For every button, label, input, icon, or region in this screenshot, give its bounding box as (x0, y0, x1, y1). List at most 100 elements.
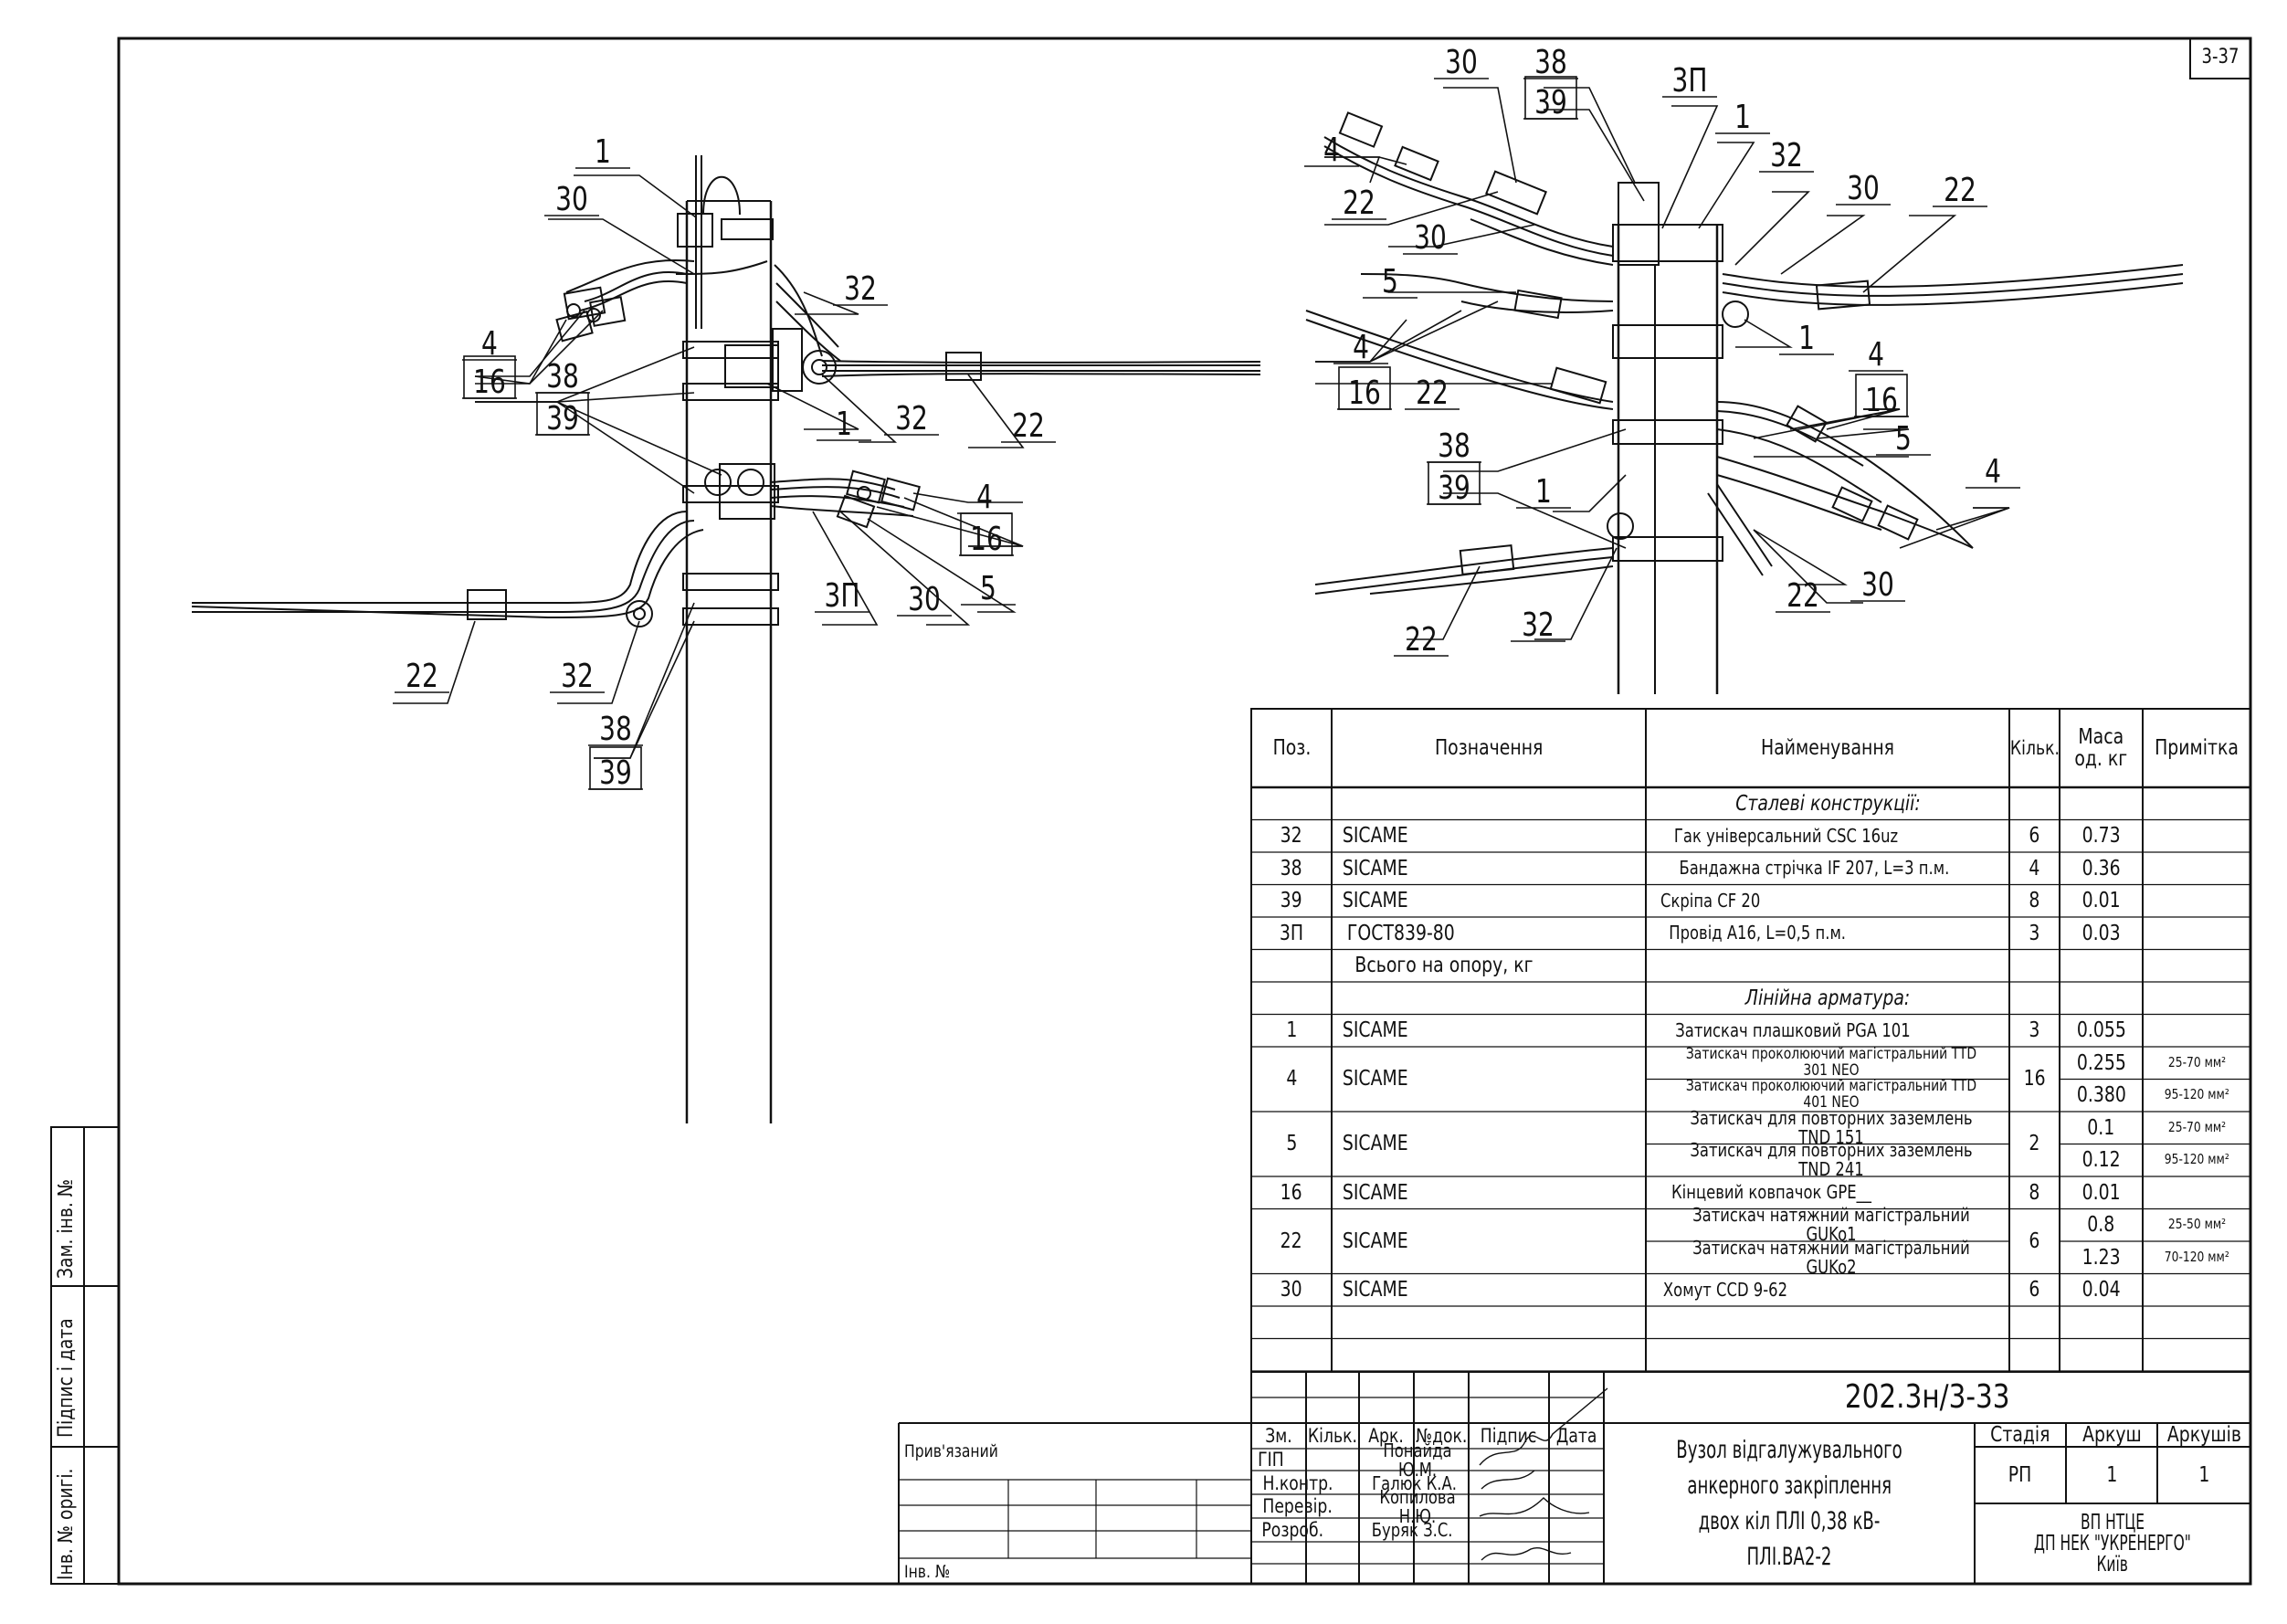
fitting-row-1-pos: 4 (1285, 1067, 1297, 1091)
section-steel-title: Сталеві конструкції: (1734, 791, 1921, 816)
callout-right-c30c: 30 (1414, 218, 1447, 257)
callout-right-c22c: 22 (1416, 374, 1449, 412)
fitting-row-4-name-0: Затискач натяжний магістральний GUKo1 (1692, 1204, 1970, 1246)
org-line-1: ВП НТЦЕ (2080, 1510, 2145, 1534)
fitting-row-3-name-0: Кінцевий ковпачок GPE__ (1671, 1181, 1871, 1204)
callout-left-c16a: 16 (473, 363, 506, 401)
tb-col-sheet: Арк. (1368, 1424, 1405, 1447)
callout-left-c30a: 30 (555, 180, 588, 218)
steel-row-0-name: Гак універсальний CSC 16uz (1673, 824, 1899, 847)
left-pole-drawing (191, 155, 1261, 1123)
role-3-person: Буряк З.С. (1371, 1518, 1453, 1541)
fitting-row-2-designation: SICAME (1342, 1132, 1408, 1156)
doc-code: 202.3н/3-33 (1844, 1378, 2010, 1417)
callout-right-c5a: 5 (1382, 262, 1398, 301)
fitting-row-1-note-0: 25-70 мм² (2167, 1053, 2226, 1070)
role-0-person: Понайда Ю.М. (1383, 1439, 1452, 1481)
tb-col-qty: Кільк. (1307, 1424, 1358, 1447)
fitting-row-2-note-0: 25-70 мм² (2167, 1118, 2226, 1135)
callout-left-c39b: 39 (599, 754, 632, 792)
fitting-row-0-note-0 (2143, 1015, 2250, 1048)
stage-value: РП (2008, 1462, 2032, 1487)
steel-row-2-mass: 0.01 (2081, 889, 2121, 913)
callout-right-c16a: 16 (1348, 374, 1381, 412)
callout-right-c30a: 30 (1445, 43, 1478, 81)
callout-right-c39a-box (1524, 76, 1577, 120)
side-stamp-frame (50, 1126, 120, 1585)
callout-right-c4b: 4 (1353, 328, 1369, 366)
fitting-row-3-qty: 8 (2029, 1180, 2040, 1205)
steel-row-0-pos: 32 (1280, 824, 1303, 849)
steel-row-2-designation: SICAME (1342, 889, 1408, 913)
fitting-row-5-name-0: Хомут CCD 9-62 (1662, 1278, 1788, 1301)
fitting-row-2-qty: 2 (2029, 1132, 2040, 1156)
steel-row-3-mass: 0.03 (2081, 921, 2121, 945)
fitting-row-2-name-0: Затискач для повторних заземлень TND 151 (1690, 1106, 1973, 1148)
sheet-number-box (2189, 37, 2251, 79)
org-line-2: ДП НЕК "УКРЕНЕРГО" (2034, 1531, 2191, 1555)
callout-right-c30d: 30 (1861, 565, 1894, 604)
fitting-row-1-mass-1: 0.380 (2076, 1083, 2126, 1108)
callout-right-c4a: 4 (1323, 131, 1340, 169)
fitting-row-5-designation: SICAME (1342, 1278, 1408, 1302)
steel-row-2-pos: 39 (1280, 889, 1303, 913)
tb-col-change: Зм. (1265, 1424, 1292, 1447)
fitting-row-2-mass-0: 0.1 (2087, 1115, 2115, 1140)
callout-left-c4b: 4 (976, 478, 993, 516)
fitting-row-3-pos: 16 (1280, 1180, 1303, 1205)
inv-label: Інв. № (904, 1562, 951, 1582)
fitting-row-5-mass-0: 0.04 (2081, 1278, 2121, 1302)
fitting-row-5-qty: 6 (2029, 1278, 2040, 1302)
steel-row-0-designation: SICAME (1342, 824, 1408, 849)
callout-right-c38b: 38 (1438, 427, 1470, 465)
leader-lines-left (393, 174, 1025, 759)
steel-row-3-qty: 3 (2029, 921, 2040, 945)
sheet-value: 1 (2105, 1462, 2117, 1487)
callout-left-c1b: 1 (836, 405, 852, 443)
callout-left-c32c: 32 (561, 657, 594, 695)
callout-right-c22e: 22 (1405, 620, 1438, 659)
callout-left-c39a-box (536, 392, 589, 436)
callout-left-c22a: 22 (1012, 406, 1045, 445)
callout-left-c1: 1 (595, 132, 611, 171)
header-qty: Кільк. (2009, 736, 2060, 759)
role-2-person: Копилова Н.Ю. (1379, 1485, 1456, 1527)
fitting-row-3-designation: SICAME (1342, 1180, 1408, 1205)
sheets-value: 1 (2197, 1462, 2209, 1487)
steel-row-2-name: Скріпа CF 20 (1660, 889, 1761, 912)
fitting-row-4-pos: 22 (1280, 1229, 1303, 1253)
callout-left-c39b-box (589, 746, 642, 790)
fitting-row-4-note-1: 70-120 мм² (2164, 1248, 2229, 1265)
fitting-row-1-mass-0: 0.255 (2076, 1050, 2126, 1075)
callout-right-c4d: 4 (1985, 452, 2001, 490)
fitting-row-2-name-1: Затискач для повторних заземлень TND 241 (1690, 1139, 1973, 1181)
fitting-row-4-designation: SICAME (1342, 1229, 1408, 1253)
callout-left-c16a-box (463, 355, 516, 399)
sheet-label: Аркуш (2081, 1422, 2142, 1447)
fitting-row-4-mass-1: 1.23 (2081, 1245, 2121, 1270)
fitting-row-5-pos: 30 (1280, 1278, 1303, 1302)
callout-left-c32a: 32 (844, 269, 877, 308)
stage-label: Стадія (1990, 1422, 2050, 1447)
callout-right-c22d: 22 (1786, 576, 1819, 615)
callout-right-c32b: 32 (1522, 606, 1555, 644)
callout-right-c1b: 1 (1798, 319, 1815, 357)
callout-left-c38a: 38 (546, 357, 579, 395)
role-1-title: Н.контр. (1262, 1471, 1333, 1494)
header-name: Найменування (1760, 735, 1895, 760)
callout-right-c16a-box (1338, 366, 1391, 410)
total-label: Всього на опору, кг (1354, 954, 1533, 978)
role-0-title: ГІП (1258, 1449, 1284, 1471)
header-note: Примітка (2155, 735, 2239, 760)
callout-right-c39a: 39 (1534, 83, 1567, 121)
steel-row-1-qty: 4 (2029, 856, 2040, 881)
fitting-row-4-mass-0: 0.8 (2087, 1213, 2115, 1238)
header-designation: Позначення (1434, 735, 1544, 760)
side-stamp-zam-inv: Зам. інв. № (55, 1178, 78, 1279)
doc-title-line-3: двох кіл ПЛІ 0,38 кВ-ПЛІ.ВА2-2 (1698, 1507, 1881, 1572)
steel-row-1-name: Бандажна стрічка IF 207, L=3 п.м. (1679, 857, 1950, 880)
callout-left-c5: 5 (980, 569, 996, 607)
fitting-row-2-pos: 5 (1285, 1132, 1297, 1156)
